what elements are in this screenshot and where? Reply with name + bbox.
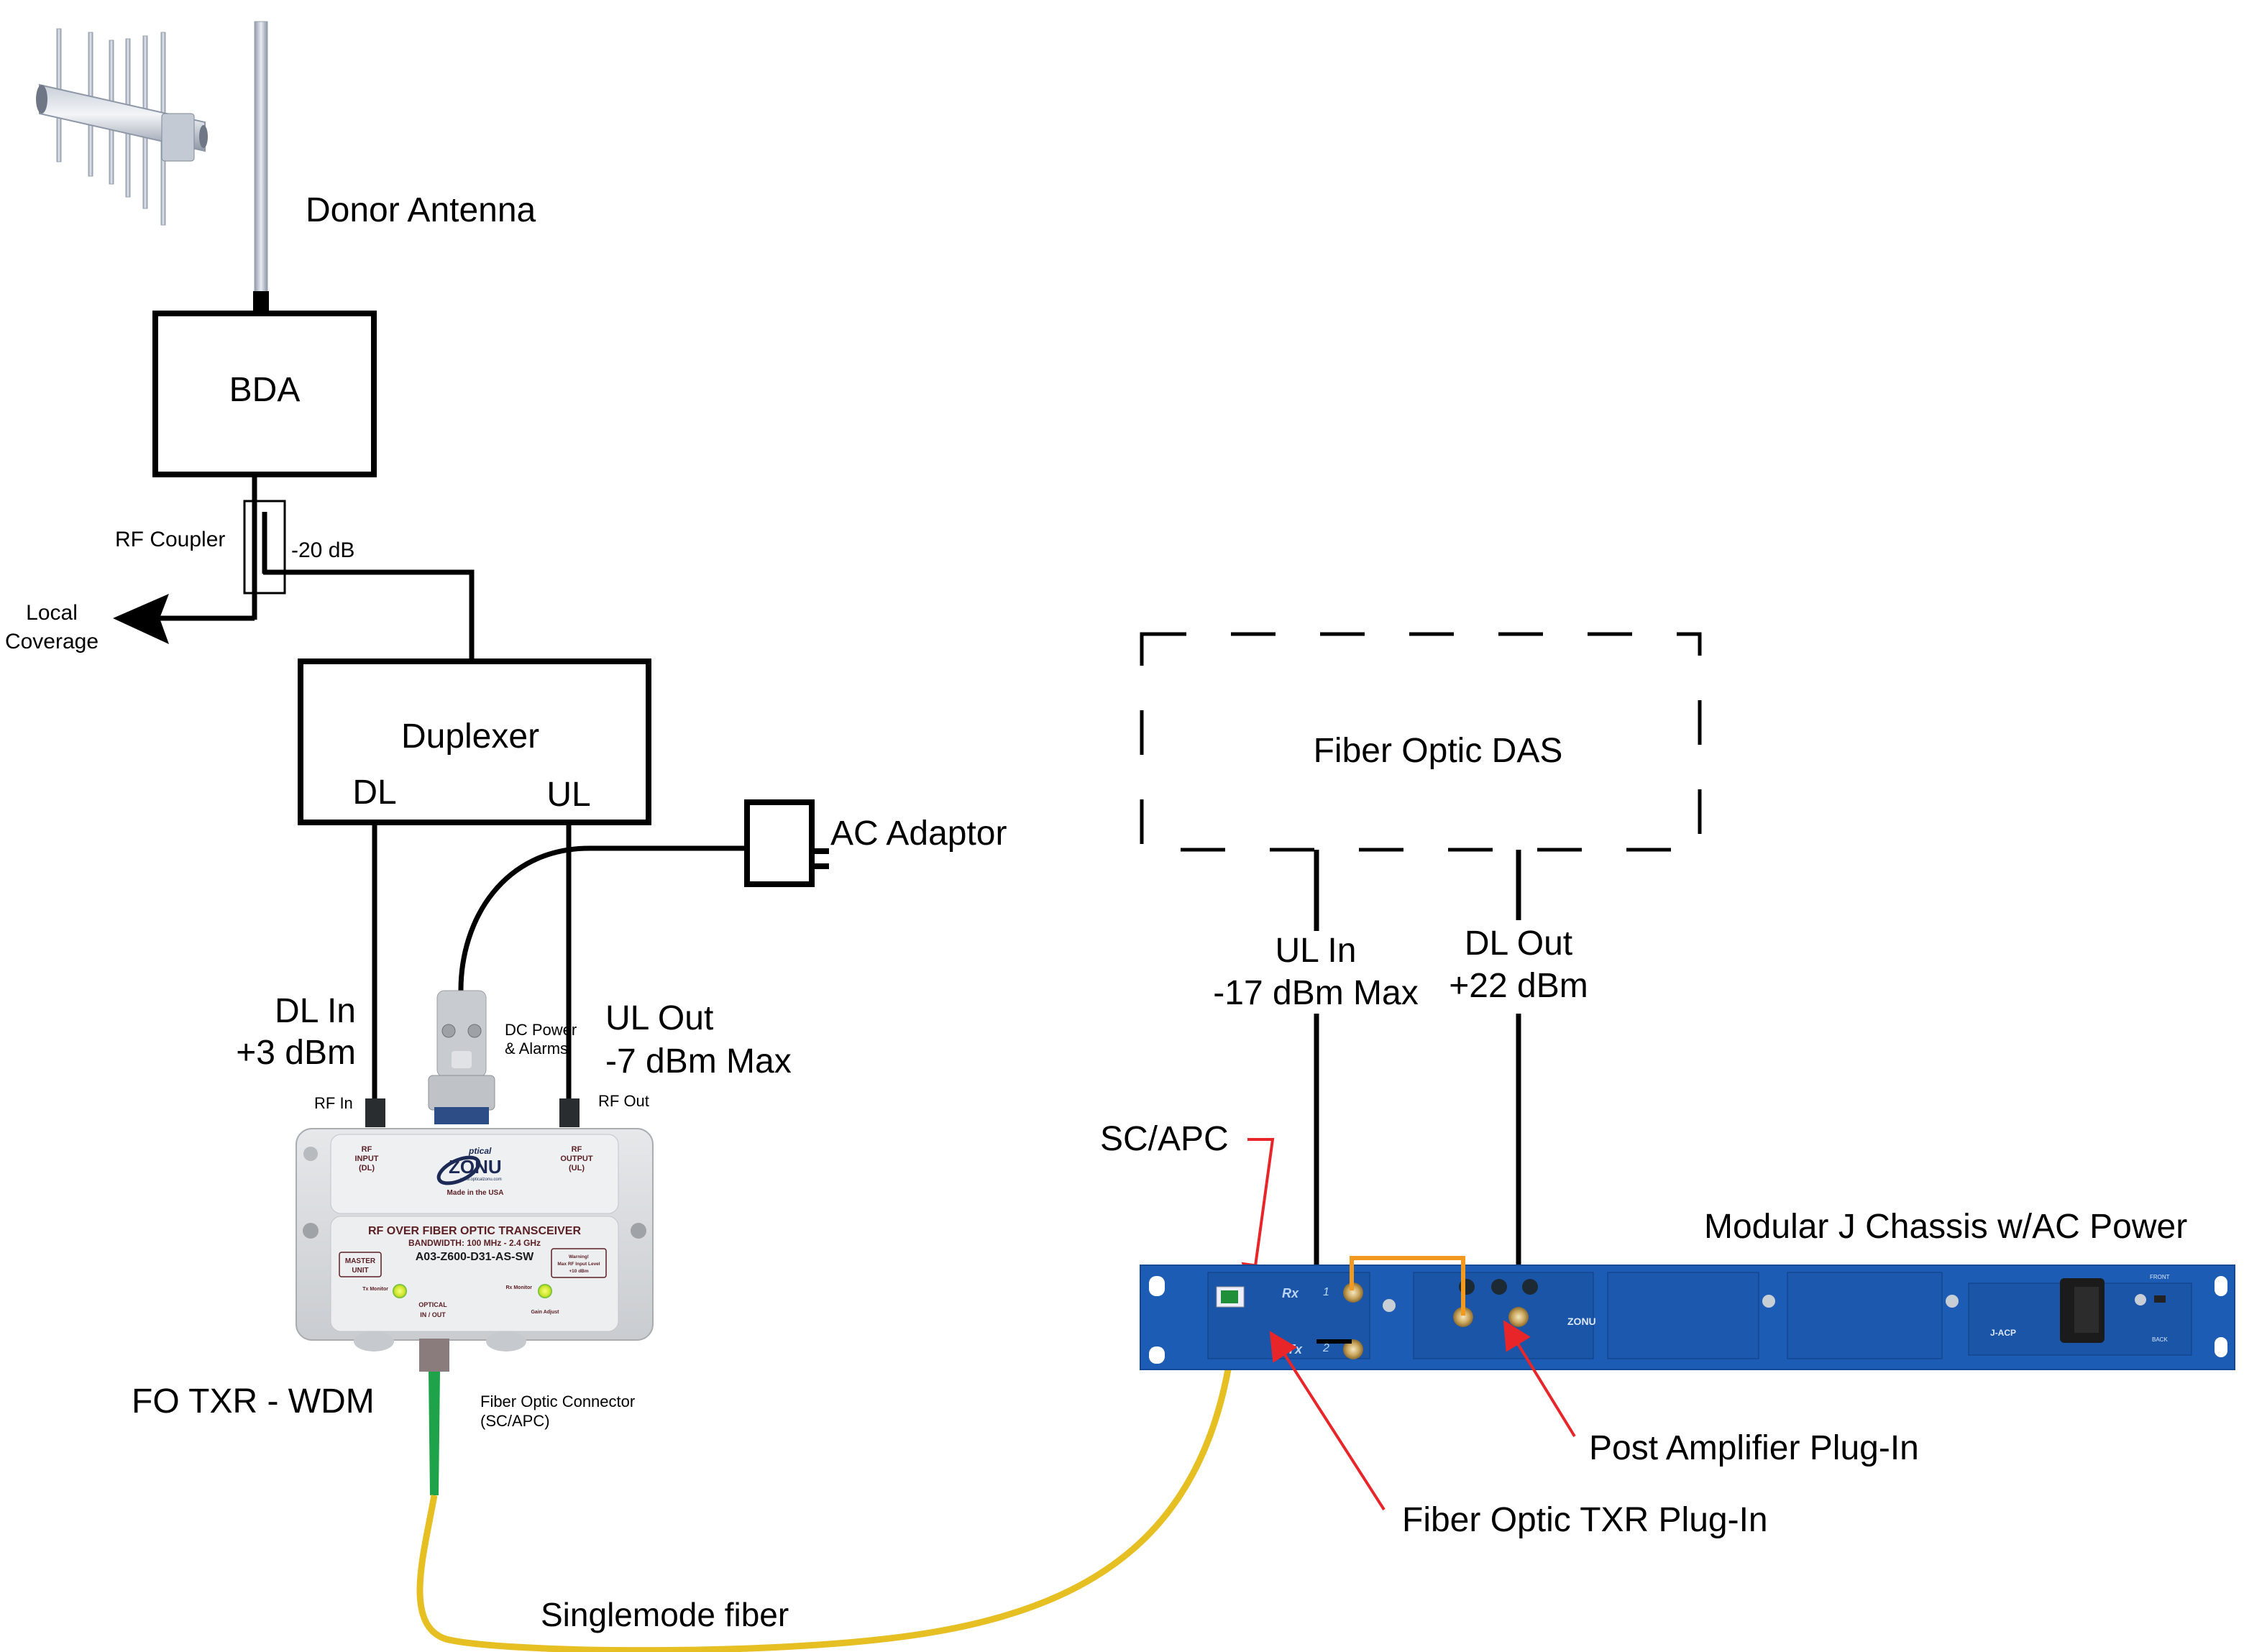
rx-monitor-led-icon xyxy=(538,1284,552,1298)
ul-out-label: UL Out xyxy=(605,999,713,1037)
bda-label: BDA xyxy=(229,371,301,409)
rf-input-text-2: INPUT xyxy=(355,1155,379,1163)
front-label: FRONT xyxy=(2150,1274,2170,1280)
bda-box xyxy=(152,311,377,477)
local-coverage-label-2: Coverage xyxy=(5,630,99,653)
brand-top-text: ptical xyxy=(468,1146,492,1156)
optical-text-1: OPTICAL xyxy=(418,1301,447,1308)
arrow-left-icon xyxy=(113,594,169,644)
warning-text-2: Max RF Input Level xyxy=(557,1262,600,1267)
db9-connector-icon xyxy=(428,990,495,1124)
warning-text-3: +10 dBm xyxy=(569,1269,588,1274)
fo-txr-caption: FO TXR - WDM xyxy=(132,1382,375,1421)
post-amp-label: Post Amplifier Plug-In xyxy=(1589,1429,1919,1467)
sma-connector-icon xyxy=(1453,1307,1473,1327)
ac-adaptor-label: AC Adaptor xyxy=(830,814,1007,853)
optical-text-2: IN / OUT xyxy=(420,1311,446,1318)
modular-j-chassis: Rx Tx 1 2 ZONU J-ACP FRONT BACK xyxy=(1140,1265,2235,1370)
duplexer-label: Duplexer xyxy=(401,717,539,756)
brand-main-text: ZONU xyxy=(449,1156,502,1178)
chassis-brand-text: ZONU xyxy=(1567,1316,1596,1327)
usb-port-icon xyxy=(2154,1295,2166,1303)
fiber-boot-icon xyxy=(429,1372,440,1495)
website-text: www.opticalzonu.com xyxy=(459,1178,502,1182)
master-unit-text-1: MASTER xyxy=(345,1257,376,1265)
master-unit-badge xyxy=(339,1252,382,1277)
plug-prong-icon xyxy=(812,863,829,869)
fiber-connector-label-2: (SC/APC) xyxy=(480,1412,550,1430)
dc-power-label-1: DC Power xyxy=(505,1021,577,1039)
rf-out-label: RF Out xyxy=(598,1092,649,1110)
zonu-logo-icon xyxy=(436,1155,481,1185)
donor-antenna-icon xyxy=(36,21,269,314)
duplexer-dl-port-label: DL xyxy=(352,774,396,812)
bandwidth-text: BANDWIDTH: 100 MHz - 2.4 GHz xyxy=(408,1238,541,1248)
sma-connector-icon xyxy=(1508,1307,1529,1327)
rx-port-label: Rx xyxy=(1282,1286,1299,1300)
sc-apc-connector-icon xyxy=(419,1339,449,1372)
made-in-text: Made in the USA xyxy=(447,1189,504,1197)
dc-power-label-2: & Alarms xyxy=(505,1040,568,1057)
singlemode-fiber-cable xyxy=(416,1300,1240,1652)
tx-monitor-led-icon xyxy=(393,1284,407,1298)
rf-output-text-1: RF xyxy=(572,1145,582,1154)
ul-in-value: -17 dBm Max xyxy=(1213,974,1418,1012)
fiber-optic-das-box xyxy=(1140,632,1702,852)
chassis-label: Modular J Chassis w/AC Power xyxy=(1704,1208,2187,1246)
dl-in-value: +3 dBm xyxy=(236,1034,356,1072)
rf-out-connector-icon xyxy=(559,1098,580,1127)
model-number-text: A03-Z600-D31-AS-SW xyxy=(416,1251,534,1263)
plug-prong-icon xyxy=(812,848,829,854)
dl-out-label: DL Out xyxy=(1465,924,1572,963)
fo-txr-plugin-label: Fiber Optic TXR Plug-In xyxy=(1402,1501,1768,1539)
coupler-to-duplexer-line xyxy=(263,569,475,660)
port-1-label: 1 xyxy=(1323,1286,1329,1298)
ul-in-label: UL In xyxy=(1276,932,1357,970)
psu-label: J-ACP xyxy=(1990,1328,2016,1338)
ul-out-value: -7 dBm Max xyxy=(605,1042,792,1080)
device-title-text: RF OVER FIBER OPTIC TRANSCEIVER xyxy=(368,1225,581,1237)
fiber-connector-label-1: Fiber Optic Connector xyxy=(480,1392,635,1410)
sma-connector-icon xyxy=(1343,1339,1363,1359)
rx-monitor-text: Rx Monitor xyxy=(505,1285,532,1290)
rf-output-text-2: OUTPUT xyxy=(560,1155,593,1163)
rf-input-text-1: RF xyxy=(362,1145,372,1154)
warning-text-1: Warning! xyxy=(569,1254,589,1259)
orange-rf-jumper xyxy=(1350,1256,1465,1316)
fo-transceiver-device: RF INPUT (DL) RF OUTPUT (UL) ptical ZONU… xyxy=(296,1128,654,1352)
donor-antenna-label: Donor Antenna xyxy=(306,191,536,229)
rf-in-label: RF In xyxy=(314,1094,353,1112)
tx-monitor-text: Tx Monitor xyxy=(362,1287,388,1292)
master-unit-text-2: UNIT xyxy=(352,1267,368,1275)
back-label: BACK xyxy=(2152,1336,2168,1343)
duplexer-box xyxy=(298,658,651,825)
sma-connector-icon xyxy=(1343,1282,1363,1303)
local-coverage-label-1: Local xyxy=(26,601,78,625)
dl-out-value: +22 dBm xyxy=(1449,967,1588,1005)
duplexer-ul-port-label: UL xyxy=(546,776,590,814)
dl-in-label: DL In xyxy=(275,992,356,1030)
rf-coupler-label: RF Coupler xyxy=(115,528,225,551)
rf-input-text-3: (DL) xyxy=(359,1164,375,1173)
rf-in-connector-icon xyxy=(365,1098,385,1127)
singlemode-fiber-label: Singlemode fiber xyxy=(541,1596,789,1633)
das-label: Fiber Optic DAS xyxy=(1314,732,1563,770)
fo-txr-callout-arrow xyxy=(1269,1331,1386,1511)
coupler-value-label: -20 dB xyxy=(291,538,354,562)
gain-adjust-text: Gain Adjust xyxy=(531,1310,559,1315)
ac-adaptor-icon xyxy=(744,799,815,887)
rf-output-text-3: (UL) xyxy=(569,1164,585,1173)
port-2-label: 2 xyxy=(1322,1342,1329,1354)
tx-port-label: Tx xyxy=(1287,1342,1303,1357)
warning-badge xyxy=(551,1248,607,1278)
rf-coupler-icon xyxy=(243,500,286,595)
post-amp-callout-arrow xyxy=(1503,1320,1576,1438)
dc-power-cable xyxy=(458,845,747,993)
sc-apc-callout-arrow xyxy=(1241,1138,1275,1293)
sc-apc-label: SC/APC xyxy=(1100,1120,1229,1158)
